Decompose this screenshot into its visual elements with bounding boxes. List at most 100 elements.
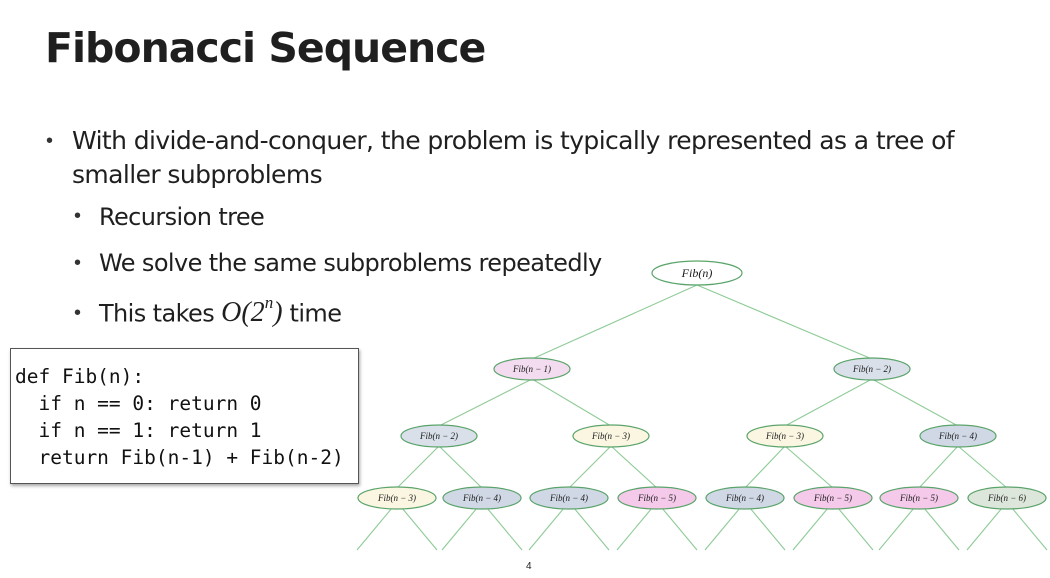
tree-node: Fib(n − 5) <box>617 486 697 510</box>
tree-edge <box>744 445 786 489</box>
tree-edge <box>749 507 786 551</box>
bullet-marker: • <box>46 130 54 152</box>
tree-node-label: Fib(n − 3) <box>765 431 804 441</box>
tree-node: Fib(n − 3) <box>746 424 824 448</box>
time-prefix: This takes <box>99 299 222 328</box>
tree-node: Fib(n − 3) <box>357 486 437 510</box>
tree-node-label: Fib(n − 4) <box>725 493 764 503</box>
big-o-base: O(2 <box>221 297 265 329</box>
tree-edge <box>573 507 610 551</box>
tree-node-ellipse <box>493 357 571 381</box>
tree-node: Fib(n − 4) <box>442 486 522 510</box>
tree-node-ellipse <box>400 424 478 448</box>
tree-edge <box>837 507 874 551</box>
tree-node: Fib(n − 5) <box>793 486 873 510</box>
tree-edge <box>878 507 915 551</box>
slide-title: Fibonacci Sequence <box>45 24 486 72</box>
tree-edge <box>568 445 612 489</box>
bullet-marker: • <box>74 205 82 227</box>
tree-node-label: Fib(n) <box>681 266 713 280</box>
tree-node-label: Fib(n − 4) <box>549 493 588 503</box>
tree-edges <box>356 284 1048 551</box>
tree-edge <box>531 284 698 360</box>
bullet-recursion-tree: Recursion tree <box>99 203 265 231</box>
tree-edge <box>661 507 698 551</box>
tree-node-label: Fib(n − 2) <box>852 364 891 374</box>
tree-node-ellipse <box>967 486 1047 510</box>
tree-node: Fib(n − 3) <box>572 424 650 448</box>
tree-node-ellipse <box>357 486 437 510</box>
bullet-repeated-subproblems: We solve the same subproblems repeatedly <box>99 249 602 277</box>
tree-node-label: Fib(n − 3) <box>591 431 630 441</box>
tree-edge <box>966 507 1003 551</box>
tree-edge <box>704 507 741 551</box>
tree-edge <box>356 507 393 551</box>
big-o-notation: O(2n) <box>221 293 283 329</box>
tree-node-ellipse <box>705 486 785 510</box>
tree-node-ellipse <box>617 486 697 510</box>
tree-node-ellipse <box>651 260 743 286</box>
bullet-main: With divide-and-conquer, the problem is … <box>72 126 955 189</box>
bullet-marker: • <box>74 252 82 274</box>
tree-node-label: Fib(n − 2) <box>419 431 458 441</box>
tree-edge <box>918 445 959 489</box>
tree-edge <box>871 378 959 427</box>
code-line: def Fib(n): <box>15 365 145 388</box>
tree-node: Fib(n − 1) <box>493 357 571 381</box>
tree-node: Fib(n − 4) <box>705 486 785 510</box>
code-line: if n == 1: return 1 <box>15 419 262 442</box>
bullet-time-complexity: This takes O(2n) time <box>99 293 342 329</box>
tree-node-ellipse <box>529 486 609 510</box>
code-line: return Fib(n-1) + Fib(n-2) <box>15 446 344 469</box>
code-box: def Fib(n): if n == 0: return 0 if n == … <box>10 348 359 484</box>
tree-edge <box>486 507 523 551</box>
tree-edge <box>528 507 565 551</box>
tree-node: Fib(n − 4) <box>529 486 609 510</box>
big-o-close: ) <box>273 297 283 329</box>
tree-edge <box>784 378 873 427</box>
page-number: 4 <box>526 561 532 572</box>
tree-node-ellipse <box>746 424 824 448</box>
tree-edge <box>438 445 483 489</box>
tree-node-ellipse <box>442 486 522 510</box>
tree-node: Fib(n) <box>651 260 743 286</box>
tree-edge <box>616 507 653 551</box>
tree-edge <box>531 378 612 427</box>
tree-node-ellipse <box>919 424 997 448</box>
tree-node: Fib(n − 5) <box>879 486 959 510</box>
tree-node: Fib(n − 6) <box>967 486 1047 510</box>
tree-node-label: Fib(n − 5) <box>813 493 852 503</box>
tree-edge <box>957 445 1008 489</box>
big-o-exponent: n <box>264 293 274 312</box>
tree-node-label: Fib(n − 4) <box>938 431 977 441</box>
tree-node-ellipse <box>793 486 873 510</box>
tree-edge <box>401 507 438 551</box>
tree-edge <box>792 507 829 551</box>
tree-node-ellipse <box>833 357 911 381</box>
tree-node-label: Fib(n − 5) <box>899 493 938 503</box>
tree-edge <box>696 284 873 360</box>
tree-nodes: Fib(n) Fib(n − 1) Fib(n − 2) Fib(n − 2) Fib(… <box>357 260 1047 510</box>
tree-node-label: Fib(n − 6) <box>987 493 1026 503</box>
tree-edge <box>784 445 834 489</box>
tree-node: Fib(n − 4) <box>919 424 997 448</box>
tree-edge <box>438 378 533 427</box>
tree-node-label: Fib(n − 3) <box>377 493 416 503</box>
time-suffix: time <box>282 299 342 328</box>
tree-edge <box>441 507 478 551</box>
tree-edge <box>923 507 960 551</box>
tree-node: Fib(n − 2) <box>833 357 911 381</box>
code-block: def Fib(n): if n == 0: return 0 if n == … <box>15 363 344 471</box>
tree-node-label: Fib(n − 4) <box>462 493 501 503</box>
tree-node-label: Fib(n − 1) <box>512 364 551 374</box>
tree-edge <box>396 445 440 489</box>
code-line: if n == 0: return 0 <box>15 392 262 415</box>
tree-node-label: Fib(n − 5) <box>637 493 676 503</box>
tree-node-ellipse <box>879 486 959 510</box>
tree-node: Fib(n − 2) <box>400 424 478 448</box>
bullet-marker: • <box>74 302 82 324</box>
tree-node-ellipse <box>572 424 650 448</box>
tree-edge <box>1011 507 1048 551</box>
tree-edge <box>610 445 658 489</box>
